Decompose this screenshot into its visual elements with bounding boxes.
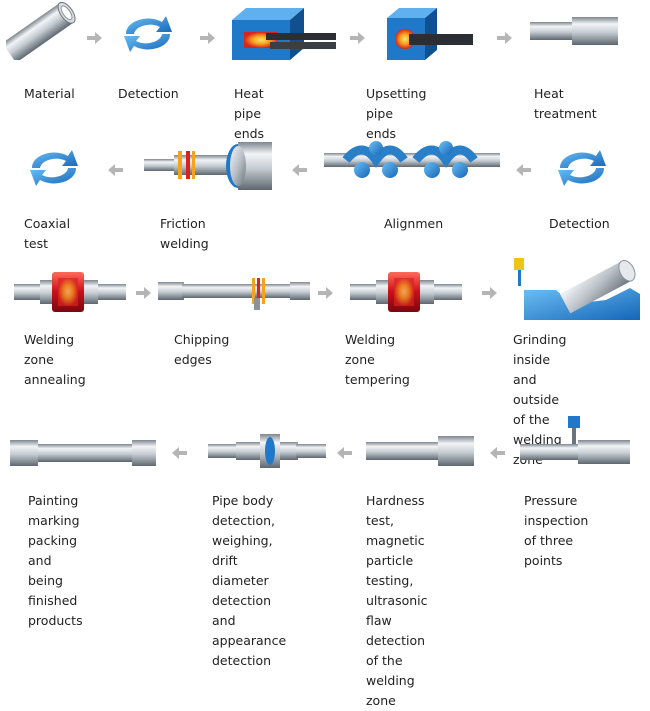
flow-arrow-left-icon <box>490 447 505 459</box>
step-label: Pressure inspection of three points <box>524 493 589 568</box>
step-label: Heat pipe ends <box>234 86 265 141</box>
flow-arrow-right-icon <box>136 287 151 299</box>
upset-pipe-icon <box>530 17 618 45</box>
step-label: Detection <box>549 216 610 231</box>
step-label: Welding zone annealing <box>24 332 86 387</box>
flow-arrow-right-icon <box>200 32 215 44</box>
heating-furnace-icon <box>232 8 336 60</box>
tested-pipe-icon <box>366 436 474 466</box>
alignment-rollers-icon <box>324 141 500 178</box>
flow-arrow-left-icon <box>337 447 352 459</box>
step-label: Alignmen <box>384 216 444 231</box>
flow-arrow-right-icon <box>318 287 333 299</box>
pipe-end-icon <box>6 1 76 60</box>
step-label: Pipe body detection, weighing, drift dia… <box>212 493 287 668</box>
flow-arrow-right-icon <box>87 32 102 44</box>
friction-welder-icon <box>144 142 272 190</box>
step-label: Detection <box>118 86 179 101</box>
induction-coil-icon <box>14 272 126 312</box>
step-label: Welding zone tempering <box>345 332 410 387</box>
chipping-tool-icon <box>158 278 310 310</box>
flow-arrow-left-icon <box>292 164 307 176</box>
cycle-arrows-icon <box>124 16 172 52</box>
finished-pipe-icon <box>10 440 156 466</box>
inspection-ring-icon <box>208 434 326 468</box>
flow-arrow-left-icon <box>108 164 123 176</box>
cycle-arrows-icon <box>30 150 78 186</box>
flow-arrow-right-icon <box>497 32 512 44</box>
flow-arrow-right-icon <box>482 287 497 299</box>
cycle-arrows-icon <box>558 150 606 186</box>
step-label: Hardness test, magnetic particle testing… <box>366 493 428 708</box>
step-label: Painting marking packing and being finis… <box>28 493 83 628</box>
pressure-gauge-icon <box>520 416 630 464</box>
step-label: Material <box>24 86 75 101</box>
flow-arrow-right-icon <box>350 32 365 44</box>
flow-arrow-left-icon <box>172 447 187 459</box>
step-label: Friction welding <box>160 216 209 251</box>
upsetting-press-icon <box>387 8 473 60</box>
grinding-icon <box>514 258 640 320</box>
step-label: Upsetting pipe ends <box>366 86 427 141</box>
step-label: Heat treatment <box>534 86 597 121</box>
step-label: Coaxial test <box>24 216 71 251</box>
flow-arrow-left-icon <box>516 164 531 176</box>
step-label: Chipping edges <box>174 332 230 367</box>
induction-coil-icon <box>350 272 462 312</box>
